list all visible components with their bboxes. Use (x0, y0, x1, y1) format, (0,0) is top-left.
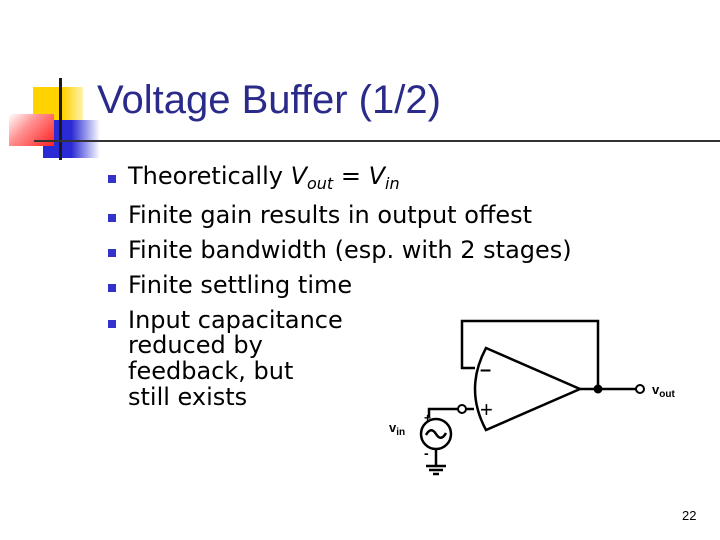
opamp-triangle-icon (473, 346, 584, 432)
bullet-item: Finite settling time (108, 272, 572, 299)
decor-vertical-line (59, 78, 62, 160)
bullet-item: Finite gain results in output offest (108, 201, 572, 228)
bullet-text: Theoretically (128, 162, 291, 190)
bullet-line: feedback, but (128, 357, 294, 386)
plus-sign: + (480, 397, 493, 422)
bullet-item: Finite bandwidth (esp. with 2 stages) (108, 237, 572, 263)
vout-label: v (652, 382, 660, 397)
bullet-list: Theoretically Vout = Vin Finite gain res… (108, 163, 572, 419)
svg-text:vout: vout (652, 382, 675, 400)
vin-sub: in (396, 427, 405, 438)
svg-text:+: + (424, 411, 431, 425)
vin-label: v (389, 420, 397, 435)
svg-text:-: - (424, 445, 429, 461)
subscript-out: out (307, 174, 334, 193)
minus-sign: – (480, 359, 491, 381)
svg-text:vin: vin (389, 420, 405, 438)
slide-title: Voltage Buffer (1/2) (97, 78, 441, 122)
bullet-item: Input capacitance reduced by feedback, b… (108, 305, 572, 411)
feedback-wire (460, 319, 600, 389)
bullet-item: Theoretically Vout = Vin (108, 163, 572, 193)
opamp-buffer-circuit: – + + - vin vout (389, 319, 675, 476)
title-underline (34, 140, 720, 142)
bullet-line: reduced by (128, 331, 263, 360)
input-wire (427, 407, 458, 417)
input-terminal (457, 404, 467, 414)
var-v: V (290, 162, 307, 190)
equals: = (333, 162, 369, 190)
output-terminal (635, 384, 645, 394)
page-number: 22 (682, 508, 697, 523)
bullet-line: Input capacitance (128, 305, 343, 334)
vout-sub: out (659, 389, 675, 400)
subscript-in: in (385, 174, 400, 193)
var-v: V (368, 162, 385, 190)
bullet-line: still exists (128, 382, 248, 411)
junction-dot (593, 384, 603, 394)
